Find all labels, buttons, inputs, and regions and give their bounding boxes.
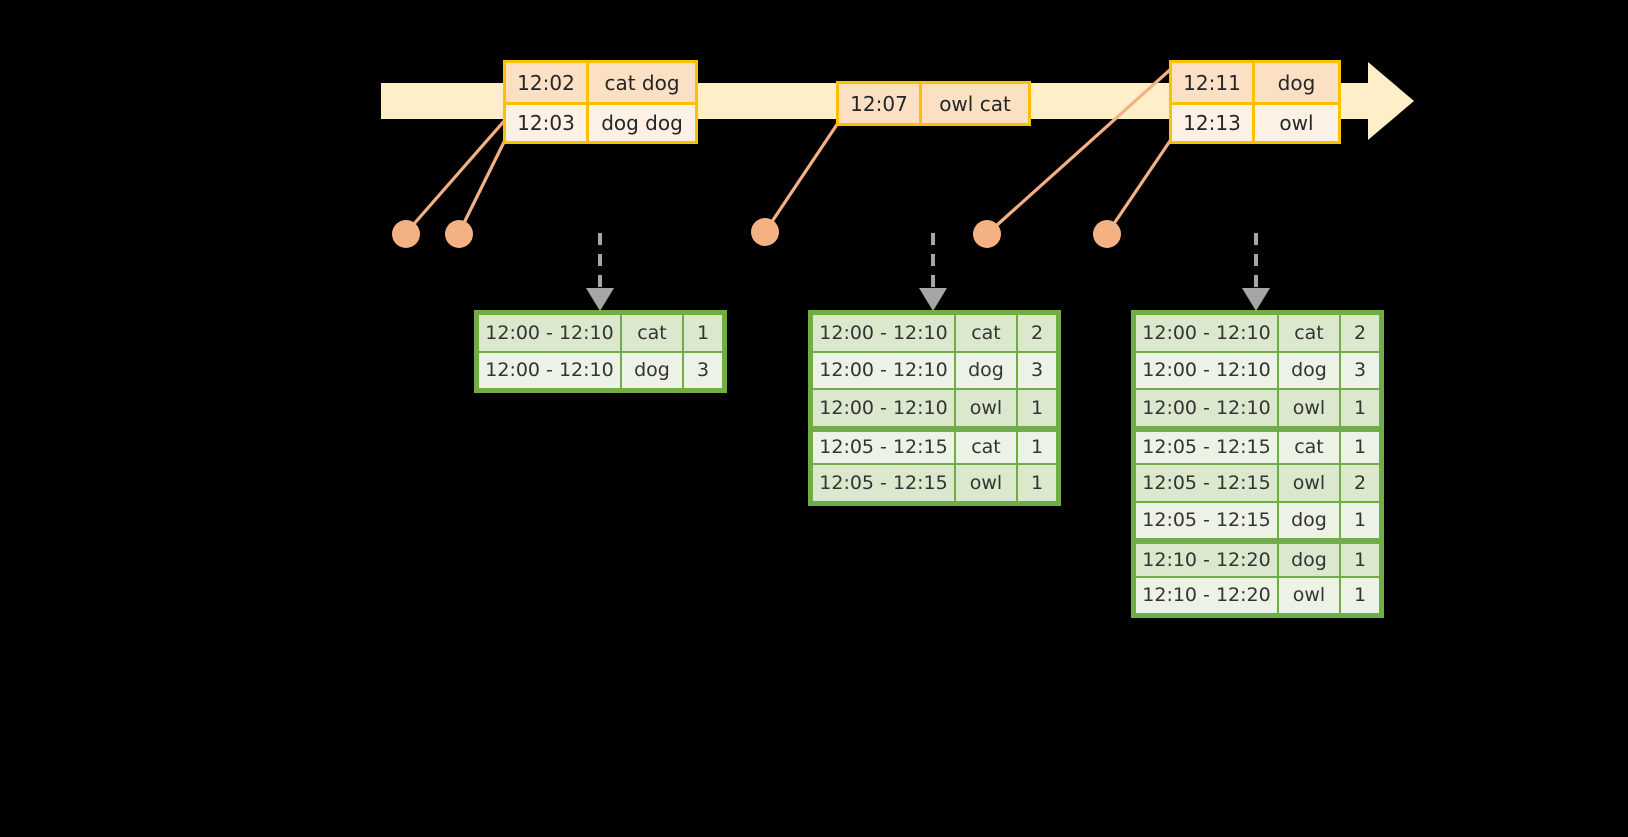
key-cell: owl <box>1278 576 1340 614</box>
dashed-arrow-heads <box>586 288 1270 311</box>
count-cell: 1 <box>1017 389 1057 427</box>
key-cell: dog <box>955 351 1017 389</box>
key-cell: dog <box>1278 543 1340 577</box>
key-cell: owl <box>955 389 1017 427</box>
event-time: 12:02 <box>506 63 589 102</box>
event-words: dog <box>1277 70 1316 95</box>
window-cell: 12:00 - 12:10 <box>478 314 621 352</box>
event-words: owl cat <box>939 91 1011 116</box>
key-cell: dog <box>1278 501 1340 539</box>
event-time: 12:11 <box>1172 63 1255 102</box>
event-dot-1213 <box>1093 220 1121 248</box>
count-cell: 1 <box>683 314 723 352</box>
count-cell: 1 <box>1340 430 1380 464</box>
leader-line-1202 <box>404 118 507 235</box>
event-box-3[interactable]: 12:11 dog 12:13 owl <box>1169 60 1341 144</box>
window-cell: 12:00 - 12:10 <box>1135 314 1278 352</box>
event-dots <box>392 218 1121 248</box>
key-cell: owl <box>955 464 1017 502</box>
leader-line-1207 <box>763 119 842 233</box>
event-time: 12:07 <box>839 84 922 123</box>
count-cell: 2 <box>1340 314 1380 352</box>
event-row[interactable]: 12:07 owl cat <box>839 84 1028 123</box>
count-cell: 2 <box>1017 314 1057 352</box>
window-cell: 12:05 - 12:15 <box>1135 430 1278 464</box>
window-cell: 12:00 - 12:10 <box>812 389 955 427</box>
event-row[interactable]: 12:02 cat dog <box>506 63 695 102</box>
count-cell: 3 <box>1017 351 1057 389</box>
count-cell: 1 <box>1017 464 1057 502</box>
window-cell: 12:05 - 12:15 <box>812 430 955 464</box>
leader-line-1213 <box>1105 137 1174 235</box>
leader-line-1203 <box>457 139 507 234</box>
key-cell: owl <box>1278 464 1340 502</box>
window-cell: 12:05 - 12:15 <box>812 464 955 502</box>
window-cell: 12:00 - 12:10 <box>478 351 621 389</box>
event-box-2[interactable]: 12:07 owl cat <box>836 81 1031 126</box>
event-row[interactable]: 12:03 dog dog <box>506 102 695 141</box>
event-dot-1207 <box>751 218 779 246</box>
dashed-arrow-head-2 <box>919 288 947 311</box>
count-cell: 3 <box>683 351 723 389</box>
key-cell: dog <box>621 351 683 389</box>
event-row[interactable]: 12:11 dog <box>1172 63 1338 102</box>
event-dot-1202 <box>392 220 420 248</box>
window-cell: 12:00 - 12:10 <box>1135 351 1278 389</box>
dashed-arrow-head-3 <box>1242 288 1270 311</box>
key-cell: dog <box>1278 351 1340 389</box>
count-cell: 1 <box>1340 389 1380 427</box>
window-cell: 12:00 - 12:10 <box>1135 389 1278 427</box>
count-cell: 1 <box>1017 430 1057 464</box>
count-cell: 3 <box>1340 351 1380 389</box>
dashed-arrows <box>598 233 1258 288</box>
window-cell: 12:10 - 12:20 <box>1135 576 1278 614</box>
event-dot-1211 <box>973 220 1001 248</box>
key-cell: cat <box>621 314 683 352</box>
window-cell: 12:00 - 12:10 <box>812 314 955 352</box>
event-words: dog dog <box>601 111 683 135</box>
key-cell: cat <box>1278 430 1340 464</box>
key-cell: cat <box>955 430 1017 464</box>
dashed-arrow-head-1 <box>586 288 614 311</box>
window-cell: 12:10 - 12:20 <box>1135 543 1278 577</box>
count-cell: 2 <box>1340 464 1380 502</box>
count-cell: 1 <box>1340 501 1380 539</box>
event-words: owl <box>1279 111 1314 135</box>
key-cell: cat <box>1278 314 1340 352</box>
window-cell: 12:05 - 12:15 <box>1135 464 1278 502</box>
event-time: 12:03 <box>506 105 589 141</box>
event-words: cat dog <box>604 70 680 95</box>
event-row[interactable]: 12:13 owl <box>1172 102 1338 141</box>
key-cell: owl <box>1278 389 1340 427</box>
key-cell: cat <box>955 314 1017 352</box>
count-cell: 1 <box>1340 576 1380 614</box>
event-dot-1203 <box>445 220 473 248</box>
event-time: 12:13 <box>1172 105 1255 141</box>
window-cell: 12:05 - 12:15 <box>1135 501 1278 539</box>
window-cell: 12:00 - 12:10 <box>812 351 955 389</box>
event-box-1[interactable]: 12:02 cat dog 12:03 dog dog <box>503 60 698 144</box>
count-cell: 1 <box>1340 543 1380 577</box>
